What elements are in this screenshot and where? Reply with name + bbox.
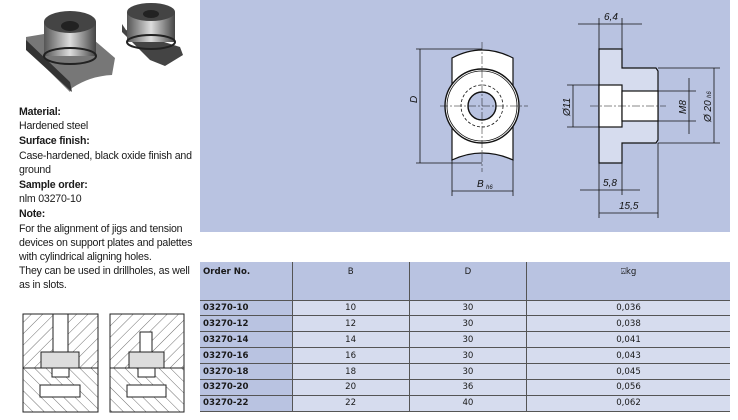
cell-weight: 0,062 (526, 395, 730, 412)
surface-label: Surface finish: (19, 135, 90, 148)
cell-weight: 0,045 (526, 363, 730, 380)
section-left (22, 313, 99, 413)
dim-20: Ø 20 (703, 100, 714, 123)
dim-15-5: 15,5 (619, 201, 639, 212)
cell-order-no: 03270-14 (200, 331, 292, 349)
cell-order-no: 03270-20 (200, 379, 292, 396)
dim-5-8: 5,8 (603, 178, 617, 189)
cell-b: 20 (291, 379, 410, 396)
material-label: Material: (19, 106, 61, 118)
product-info: Material: Hardened steel Surface finish:… (19, 104, 199, 293)
dim-11: Ø11 (562, 98, 573, 117)
cell-b: 10 (291, 300, 410, 317)
cell-b: 16 (291, 347, 410, 365)
dim-b: B (477, 179, 484, 190)
note-text-2: They can be used in drillholes, as well … (19, 265, 190, 292)
header-d: D (408, 262, 527, 300)
front-view (416, 42, 528, 196)
header-order-no: Order No. (200, 262, 292, 300)
dim-m8: M8 (678, 100, 689, 114)
cell-weight: 0,043 (526, 347, 730, 365)
cell-d: 30 (408, 347, 527, 365)
cell-order-no: 03270-12 (200, 315, 292, 333)
dim-d: D (409, 96, 420, 103)
cell-order-no: 03270-16 (200, 347, 292, 365)
cell-b: 22 (291, 395, 410, 412)
product-photo (26, 3, 183, 92)
cell-d: 30 (408, 315, 527, 333)
surface-value: Case-hardened, black oxide finish and gr… (19, 149, 192, 176)
table-header: Order No. B D ⍓kg (200, 262, 730, 300)
installation-sections (22, 313, 185, 413)
note-text-1: For the alignment of jigs and tension de… (19, 222, 193, 264)
cell-weight: 0,056 (526, 379, 730, 396)
sample-label: Sample order: (19, 179, 88, 192)
sample-value: nlm 03270-10 (19, 193, 82, 206)
cell-order-no: 03270-22 (200, 395, 292, 412)
cell-order-no: 03270-18 (200, 363, 292, 380)
material-value: Hardened steel (19, 120, 89, 133)
header-weight: ⍓kg (526, 262, 730, 300)
note-label: Note: (19, 208, 46, 221)
cell-d: 30 (408, 300, 527, 317)
cell-weight: 0,038 (526, 315, 730, 333)
cell-b: 12 (291, 315, 410, 333)
cell-d: 40 (408, 395, 527, 412)
technical-drawing: D B h6 6,4 Ø11 M8 Ø 20 h6 5,8 15,5 (200, 0, 730, 232)
cell-order-no: 03270-10 (200, 300, 292, 317)
side-view (567, 18, 720, 218)
cell-b: 18 (291, 363, 410, 380)
cell-d: 36 (408, 379, 527, 396)
cell-d: 30 (408, 363, 527, 380)
cell-b: 14 (291, 331, 410, 349)
dim-b-tol: h6 (486, 185, 493, 191)
cell-weight: 0,036 (526, 300, 730, 317)
weight-icon: ⍓ (620, 267, 626, 277)
dim-20-tol: h6 (707, 91, 713, 98)
cell-d: 30 (408, 331, 527, 349)
section-right (109, 313, 185, 413)
cell-weight: 0,041 (526, 331, 730, 349)
header-b: B (291, 262, 410, 300)
dim-6-4: 6,4 (604, 12, 618, 23)
